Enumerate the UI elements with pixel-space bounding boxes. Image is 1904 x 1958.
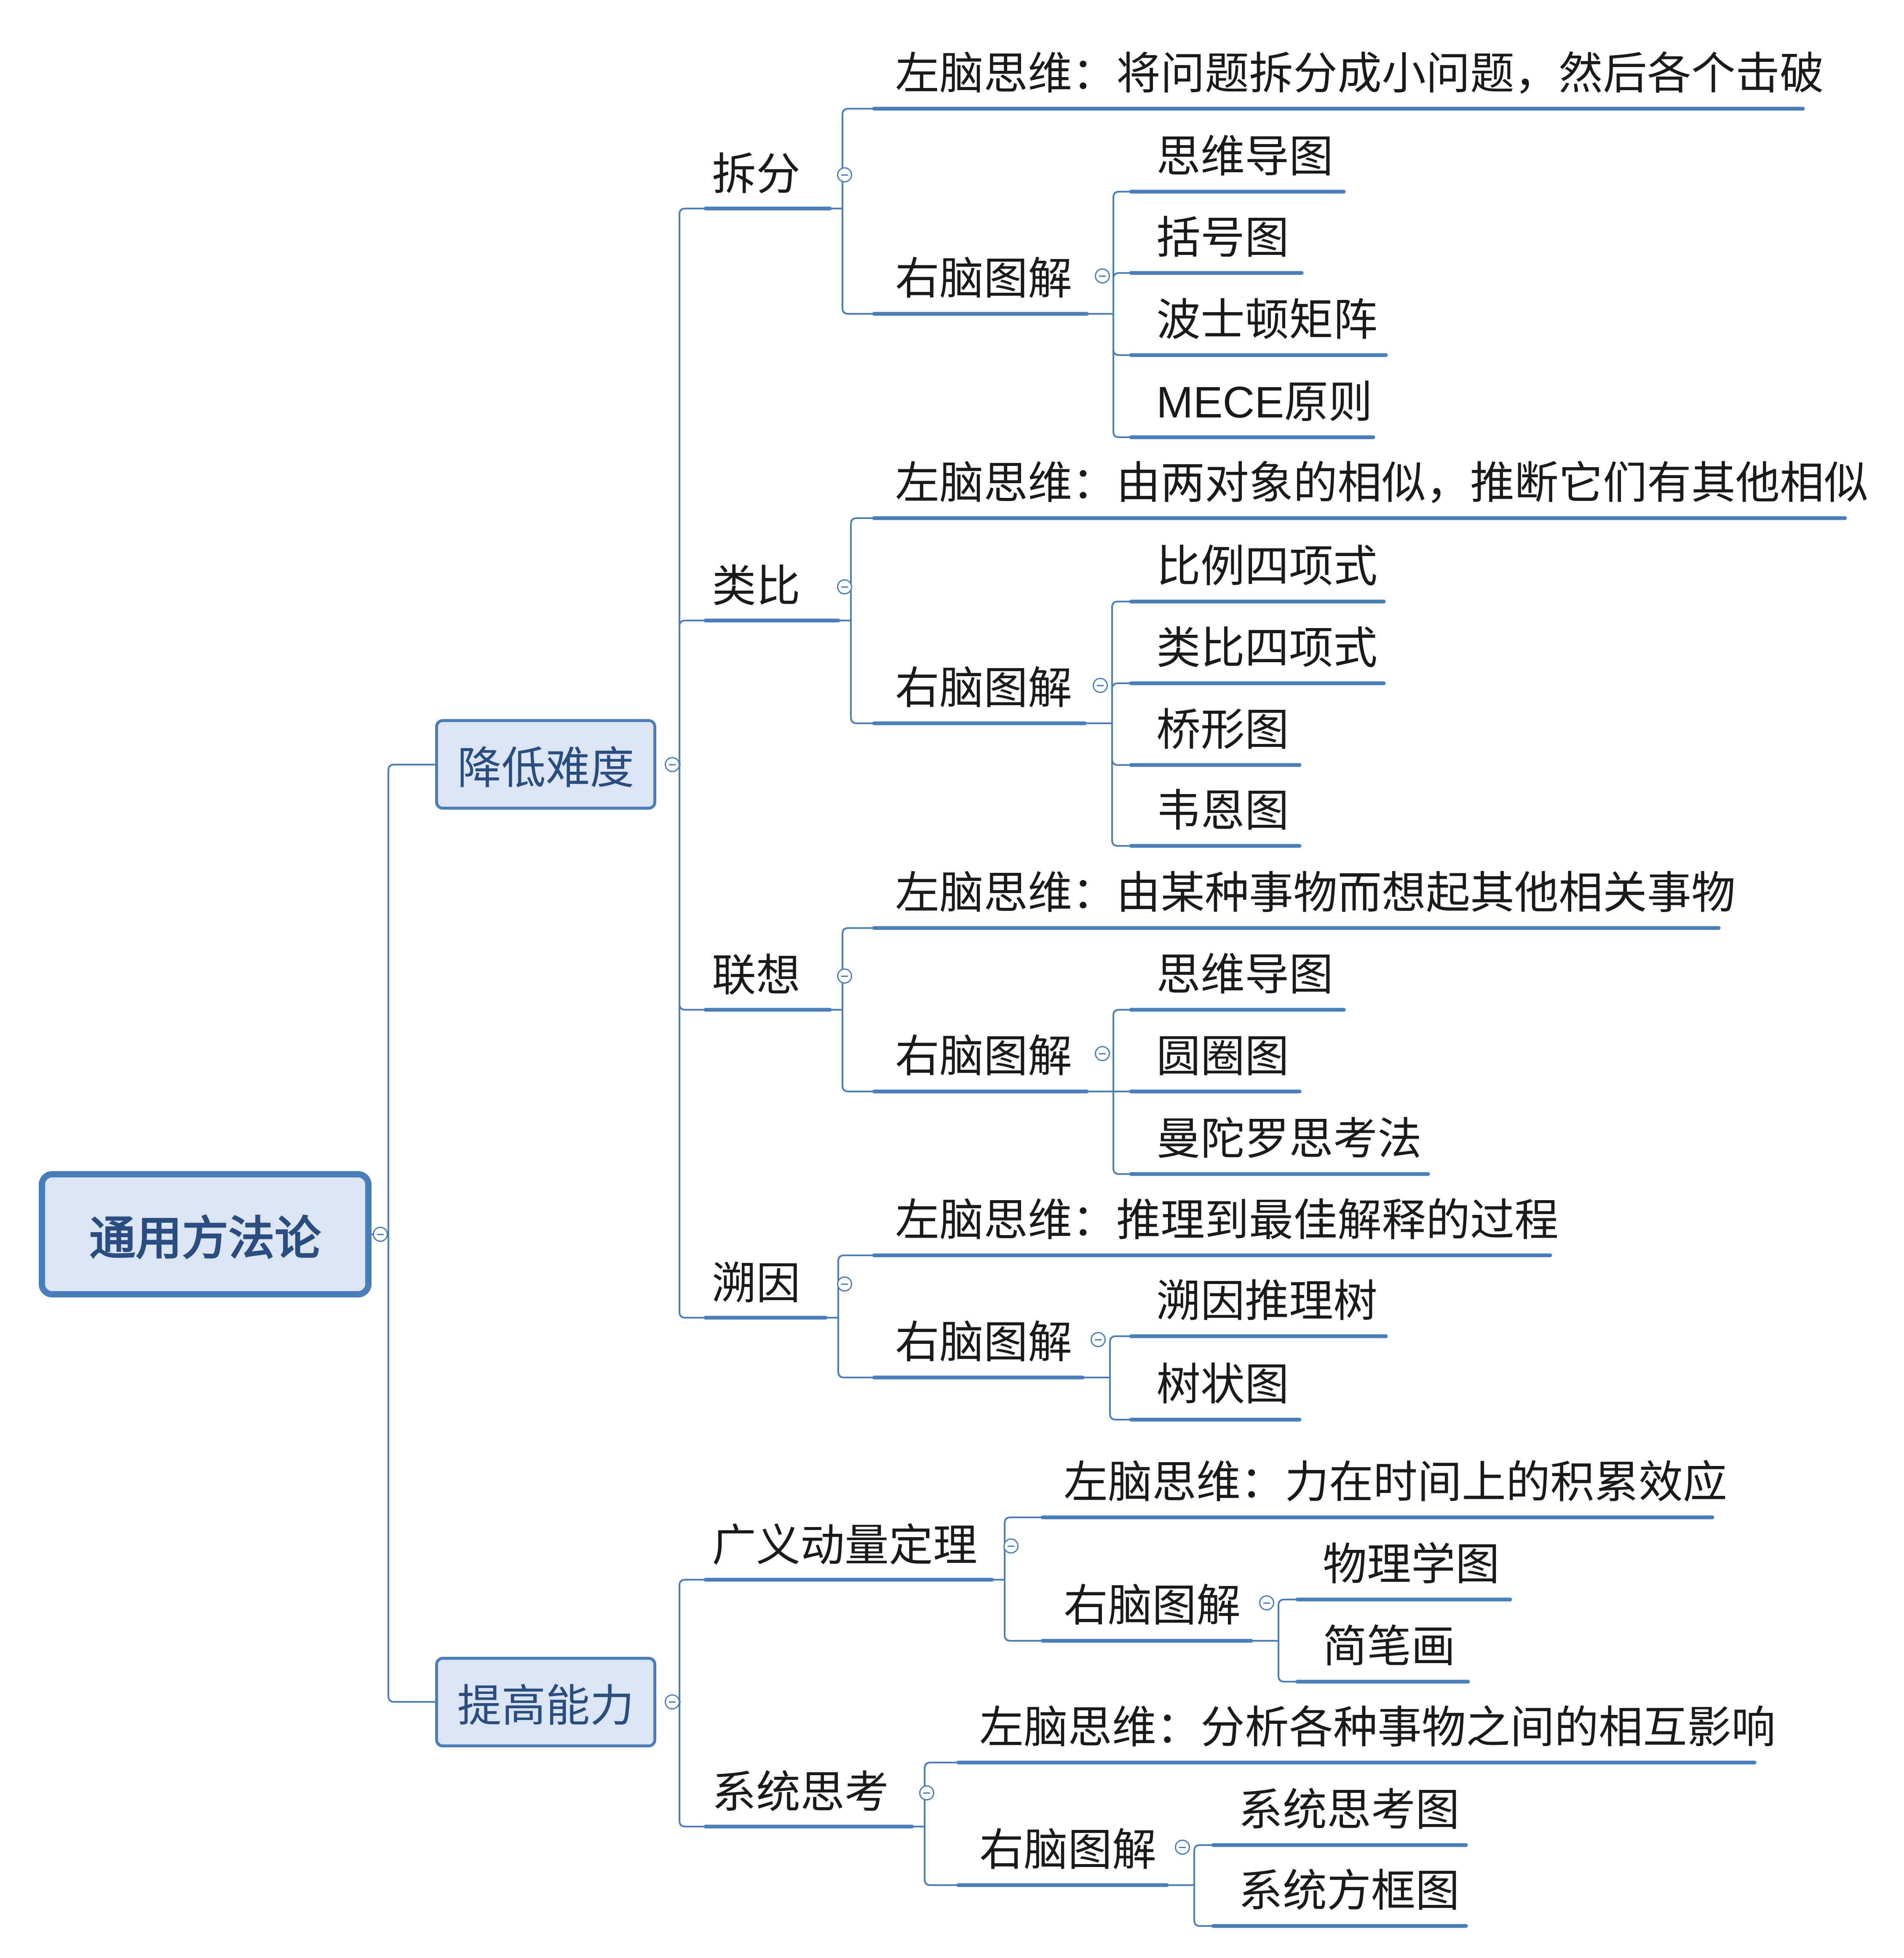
- right-0-0-to-item-1: [1087, 272, 1131, 315]
- right-0-0-collapse-toggle[interactable]: [1095, 268, 1110, 284]
- item-0-3-1-label: 树状图: [1156, 1360, 1289, 1410]
- right-brain-0-2-label: 右脑图解: [895, 1032, 1072, 1081]
- branch-1-to-sub-1: [679, 1701, 706, 1827]
- right-1-1-to-item-0: [1167, 1844, 1213, 1886]
- sub-0-0-to-right: [830, 208, 874, 315]
- sub-0-2-collapse-toggle[interactable]: [837, 968, 852, 984]
- right-1-0-to-item-1: [1251, 1640, 1297, 1682]
- sub-0-2-to-right: [830, 1009, 874, 1092]
- sub-1-1-to-left: [912, 1762, 958, 1827]
- sub-0-3-collapse-toggle[interactable]: [837, 1276, 852, 1292]
- branch-0-to-sub-2: [679, 764, 706, 1011]
- left-brain-0-1-text: 左脑思维：由两对象的相似，推断它们有其他相似: [895, 459, 1869, 508]
- root-node-label: 通用方法论: [89, 1213, 321, 1265]
- branch-node-1[interactable]: 提高能力: [435, 1657, 656, 1747]
- right-0-2-collapse-toggle[interactable]: [1095, 1046, 1110, 1061]
- sub-0-1-collapse-toggle[interactable]: [837, 579, 852, 594]
- right-1-0-to-item-0: [1251, 1599, 1297, 1642]
- item-1-1-0-label: 系统思考图: [1238, 1786, 1460, 1835]
- branch-node-0-label: 降低难度: [457, 744, 634, 793]
- item-1-0-0-label: 物理学图: [1323, 1540, 1500, 1589]
- right-0-3-collapse-toggle[interactable]: [1091, 1332, 1106, 1347]
- left-brain-1-1-text: 左脑思维：分析各种事物之间的相互影响: [979, 1703, 1776, 1752]
- item-0-1-2-label: 桥形图: [1156, 706, 1289, 755]
- connector-lines: [372, 107, 1847, 1928]
- right-1-0-collapse-toggle[interactable]: [1259, 1595, 1274, 1610]
- sub-0-0-to-left: [830, 108, 874, 209]
- sub-1-1-label: 系统思考: [712, 1768, 889, 1817]
- item-0-2-0-label: 思维导图: [1156, 950, 1334, 1000]
- root-node[interactable]: 通用方法论: [39, 1171, 372, 1297]
- branch-0-collapse-toggle[interactable]: [665, 757, 680, 772]
- branch-1-to-sub-0: [679, 1579, 706, 1703]
- right-0-3-to-item-0: [1083, 1335, 1131, 1378]
- left-brain-1-0-text: 左脑思维：力在时间上的积累效应: [1064, 1458, 1728, 1507]
- sub-1-1-to-right: [912, 1826, 958, 1886]
- right-brain-1-1-label: 右脑图解: [979, 1826, 1157, 1875]
- sub-0-2-to-left: [830, 927, 874, 1011]
- root-collapse-toggle[interactable]: [373, 1227, 388, 1242]
- right-brain-1-0-label: 右脑图解: [1064, 1581, 1241, 1631]
- branch-0-to-sub-3: [679, 764, 706, 1319]
- right-0-0-to-item-2: [1087, 313, 1131, 356]
- root-connector-0: [372, 764, 435, 1235]
- item-0-0-2-label: 波士顿矩阵: [1156, 296, 1378, 345]
- branch-1-collapse-toggle[interactable]: [665, 1694, 680, 1709]
- sub-1-0-to-right: [992, 1579, 1043, 1642]
- sub-0-1-label: 类比: [712, 562, 801, 611]
- sub-0-1-to-left: [838, 517, 874, 621]
- sub-1-0-label: 广义动量定理: [712, 1521, 978, 1570]
- sub-0-3-label: 溯因: [712, 1259, 801, 1308]
- right-brain-0-0-label: 右脑图解: [895, 254, 1072, 304]
- item-0-1-3-label: 韦恩图: [1156, 786, 1289, 836]
- right-0-0-to-item-0: [1087, 191, 1131, 315]
- branch-node-0[interactable]: 降低难度: [435, 719, 656, 810]
- right-brain-0-1-label: 右脑图解: [895, 664, 1072, 713]
- sub-0-2-label: 联想: [712, 951, 801, 1000]
- right-brain-0-3-label: 右脑图解: [895, 1318, 1072, 1367]
- right-0-2-to-item-0: [1087, 1009, 1131, 1092]
- item-0-2-1-label: 圆圈图: [1156, 1032, 1289, 1081]
- sub-0-1-to-right: [838, 620, 874, 724]
- branch-0-to-sub-0: [679, 208, 706, 765]
- sub-0-3-to-right: [826, 1317, 874, 1378]
- sub-0-0-collapse-toggle[interactable]: [837, 167, 852, 182]
- item-0-2-2-label: 曼陀罗思考法: [1156, 1115, 1422, 1164]
- item-0-0-3-label: MECE原则: [1156, 378, 1373, 427]
- root-connector-1: [372, 1233, 435, 1703]
- sub-1-1-collapse-toggle[interactable]: [919, 1785, 934, 1800]
- item-0-0-0-label: 思维导图: [1156, 132, 1334, 182]
- right-0-1-to-item-2: [1085, 722, 1131, 766]
- right-0-1-to-item-3: [1085, 722, 1131, 847]
- item-0-0-1-label: 括号图: [1156, 214, 1289, 263]
- right-1-1-collapse-toggle[interactable]: [1175, 1840, 1190, 1855]
- left-brain-0-0-text: 左脑思维：将问题拆分成小问题，然后各个击破: [895, 49, 1824, 99]
- sub-1-0-collapse-toggle[interactable]: [1003, 1538, 1019, 1554]
- item-0-3-0-label: 溯因推理树: [1156, 1277, 1378, 1326]
- right-0-1-to-item-0: [1085, 601, 1131, 724]
- right-0-0-to-item-3: [1087, 313, 1131, 438]
- sub-0-3-to-left: [826, 1255, 874, 1319]
- left-brain-0-3-text: 左脑思维：推理到最佳解释的过程: [895, 1196, 1559, 1245]
- right-0-1-to-item-1: [1085, 682, 1131, 724]
- right-0-1-collapse-toggle[interactable]: [1093, 678, 1108, 693]
- left-brain-0-2-text: 左脑思维：由某种事物而想起其他相关事物: [895, 869, 1736, 918]
- sub-1-0-to-left: [992, 1517, 1043, 1581]
- branch-node-1-label: 提高能力: [457, 1681, 634, 1731]
- sub-0-0-label: 拆分: [712, 150, 801, 199]
- item-1-1-1-label: 系统方框图: [1238, 1867, 1460, 1916]
- item-1-0-1-label: 简笔画: [1323, 1622, 1456, 1672]
- right-0-2-to-item-2: [1087, 1091, 1131, 1175]
- right-1-1-to-item-1: [1167, 1884, 1213, 1927]
- branch-0-to-sub-1: [679, 620, 706, 765]
- item-0-1-0-label: 比例四项式: [1156, 542, 1378, 591]
- item-0-1-1-label: 类比四项式: [1156, 624, 1378, 673]
- right-0-3-to-item-1: [1083, 1377, 1131, 1420]
